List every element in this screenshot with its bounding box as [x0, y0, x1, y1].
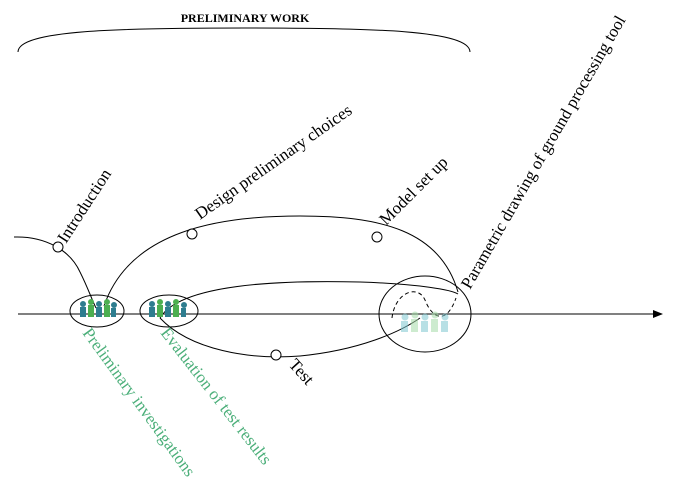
evaluation-loop-bottom: [159, 317, 421, 358]
label-introduction: Introduction: [53, 165, 115, 246]
group-ellipse-preliminary: [69, 294, 125, 328]
people-icon-group-1: [80, 299, 117, 317]
label-design: Design preliminary choices: [191, 100, 355, 223]
group-ellipse-evaluation: [139, 294, 199, 328]
label-model: Model set up: [375, 153, 451, 229]
upper-loop: [103, 215, 459, 307]
header-bracket: [17, 27, 471, 53]
label-test: Test: [285, 355, 318, 389]
milestone-introduction: [52, 241, 64, 253]
intro-arc: [13, 236, 97, 309]
header-title: PRELIMINARY WORK: [181, 11, 310, 25]
label-parametric: Parametric drawing of ground processing …: [457, 12, 630, 292]
group-ellipse-final: [378, 275, 472, 353]
milestone-test: [270, 349, 282, 361]
milestone-model: [371, 231, 383, 243]
evaluation-loop-top: [159, 281, 459, 319]
people-icon-group-3-faded: [401, 311, 449, 332]
milestone-design: [186, 228, 198, 240]
dashed-arc: [391, 291, 457, 319]
people-icon-group-2: [149, 299, 187, 317]
